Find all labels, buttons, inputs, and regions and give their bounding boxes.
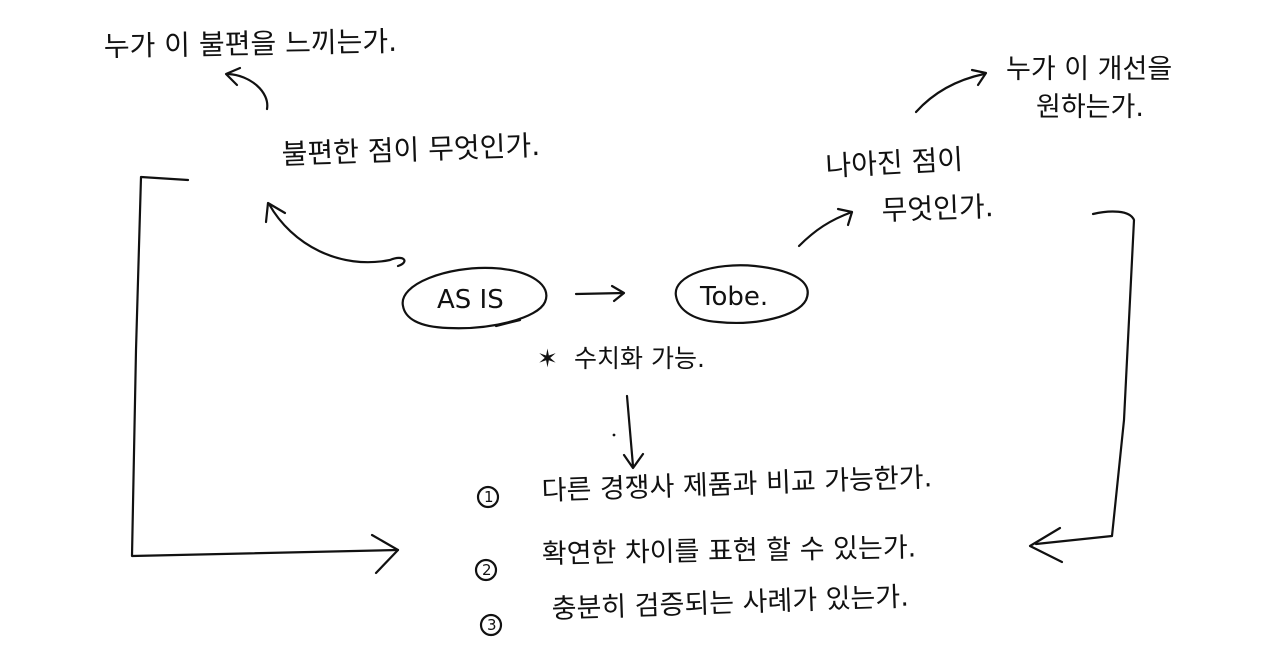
criteria-text: 다른 경쟁사 제품과 비교 가능한가.	[541, 462, 933, 507]
left-bracket-connector	[130, 175, 400, 558]
difference-question-line1: 나아진 점이	[825, 143, 964, 183]
to-be-to-difference-arrow	[797, 210, 854, 248]
inconvenience-question: 불편한 점이 무엇인가.	[281, 129, 541, 171]
as-is-to-be-arrow	[574, 284, 626, 303]
star-icon: ✶	[537, 344, 558, 373]
criteria-marker-circle	[479, 613, 503, 637]
top-right-question-line1: 누가 이 개선을	[1006, 54, 1172, 85]
right-bracket-arrowhead	[1028, 526, 1064, 564]
as-is-ellipse	[401, 266, 548, 330]
criteria-item-2: 2 확연한 차이를 표현 할 수 있는가.	[474, 532, 917, 582]
criteria-item-1: 1 다른 경쟁사 제품과 비교 가능한가.	[476, 462, 933, 509]
to-be-label: Tobe.	[699, 282, 768, 312]
right-bracket-connector	[1034, 210, 1136, 546]
inconvenience-to-who-arrow	[226, 72, 269, 111]
as-is-ellipse-tail	[494, 318, 522, 328]
criteria-marker-circle	[474, 558, 498, 582]
difference-question-line2: 무엇인가.	[881, 190, 994, 227]
as-is-label: AS IS	[437, 285, 504, 315]
to-be-to-difference-arrowhead	[836, 207, 854, 227]
criteria-marker: 1	[484, 488, 494, 506]
quantify-down-arrow	[622, 394, 645, 470]
criteria-text: 확연한 차이를 표현 할 수 있는가.	[542, 532, 917, 570]
difference-to-who-arrow	[914, 72, 986, 114]
criteria-item-3: 3 충분히 검증되는 사례가 있는가.	[479, 582, 909, 637]
to-be-ellipse	[674, 264, 809, 324]
ink-dot	[612, 433, 616, 437]
left-bracket-arrowhead	[370, 533, 400, 575]
difference-to-who-arrowhead	[970, 68, 988, 87]
criteria-marker: 2	[482, 561, 492, 579]
to-be-node: Tobe.	[674, 264, 809, 324]
top-right-question-line2: 원하는가.	[1036, 92, 1144, 123]
as-is-to-question-arrow	[267, 202, 406, 268]
criteria-marker-circle	[476, 485, 500, 509]
quantify-note: 수치화 가능.	[574, 344, 705, 373]
as-is-to-question-arrowhead	[264, 201, 287, 224]
inconvenience-to-who-arrowhead	[224, 66, 242, 87]
top-left-question: 누가 이 불편을 느끼는가.	[104, 25, 398, 63]
criteria-text: 충분히 검증되는 사례가 있는가.	[551, 582, 909, 625]
as-is-node: AS IS	[401, 266, 548, 330]
criteria-marker: 3	[487, 616, 497, 634]
